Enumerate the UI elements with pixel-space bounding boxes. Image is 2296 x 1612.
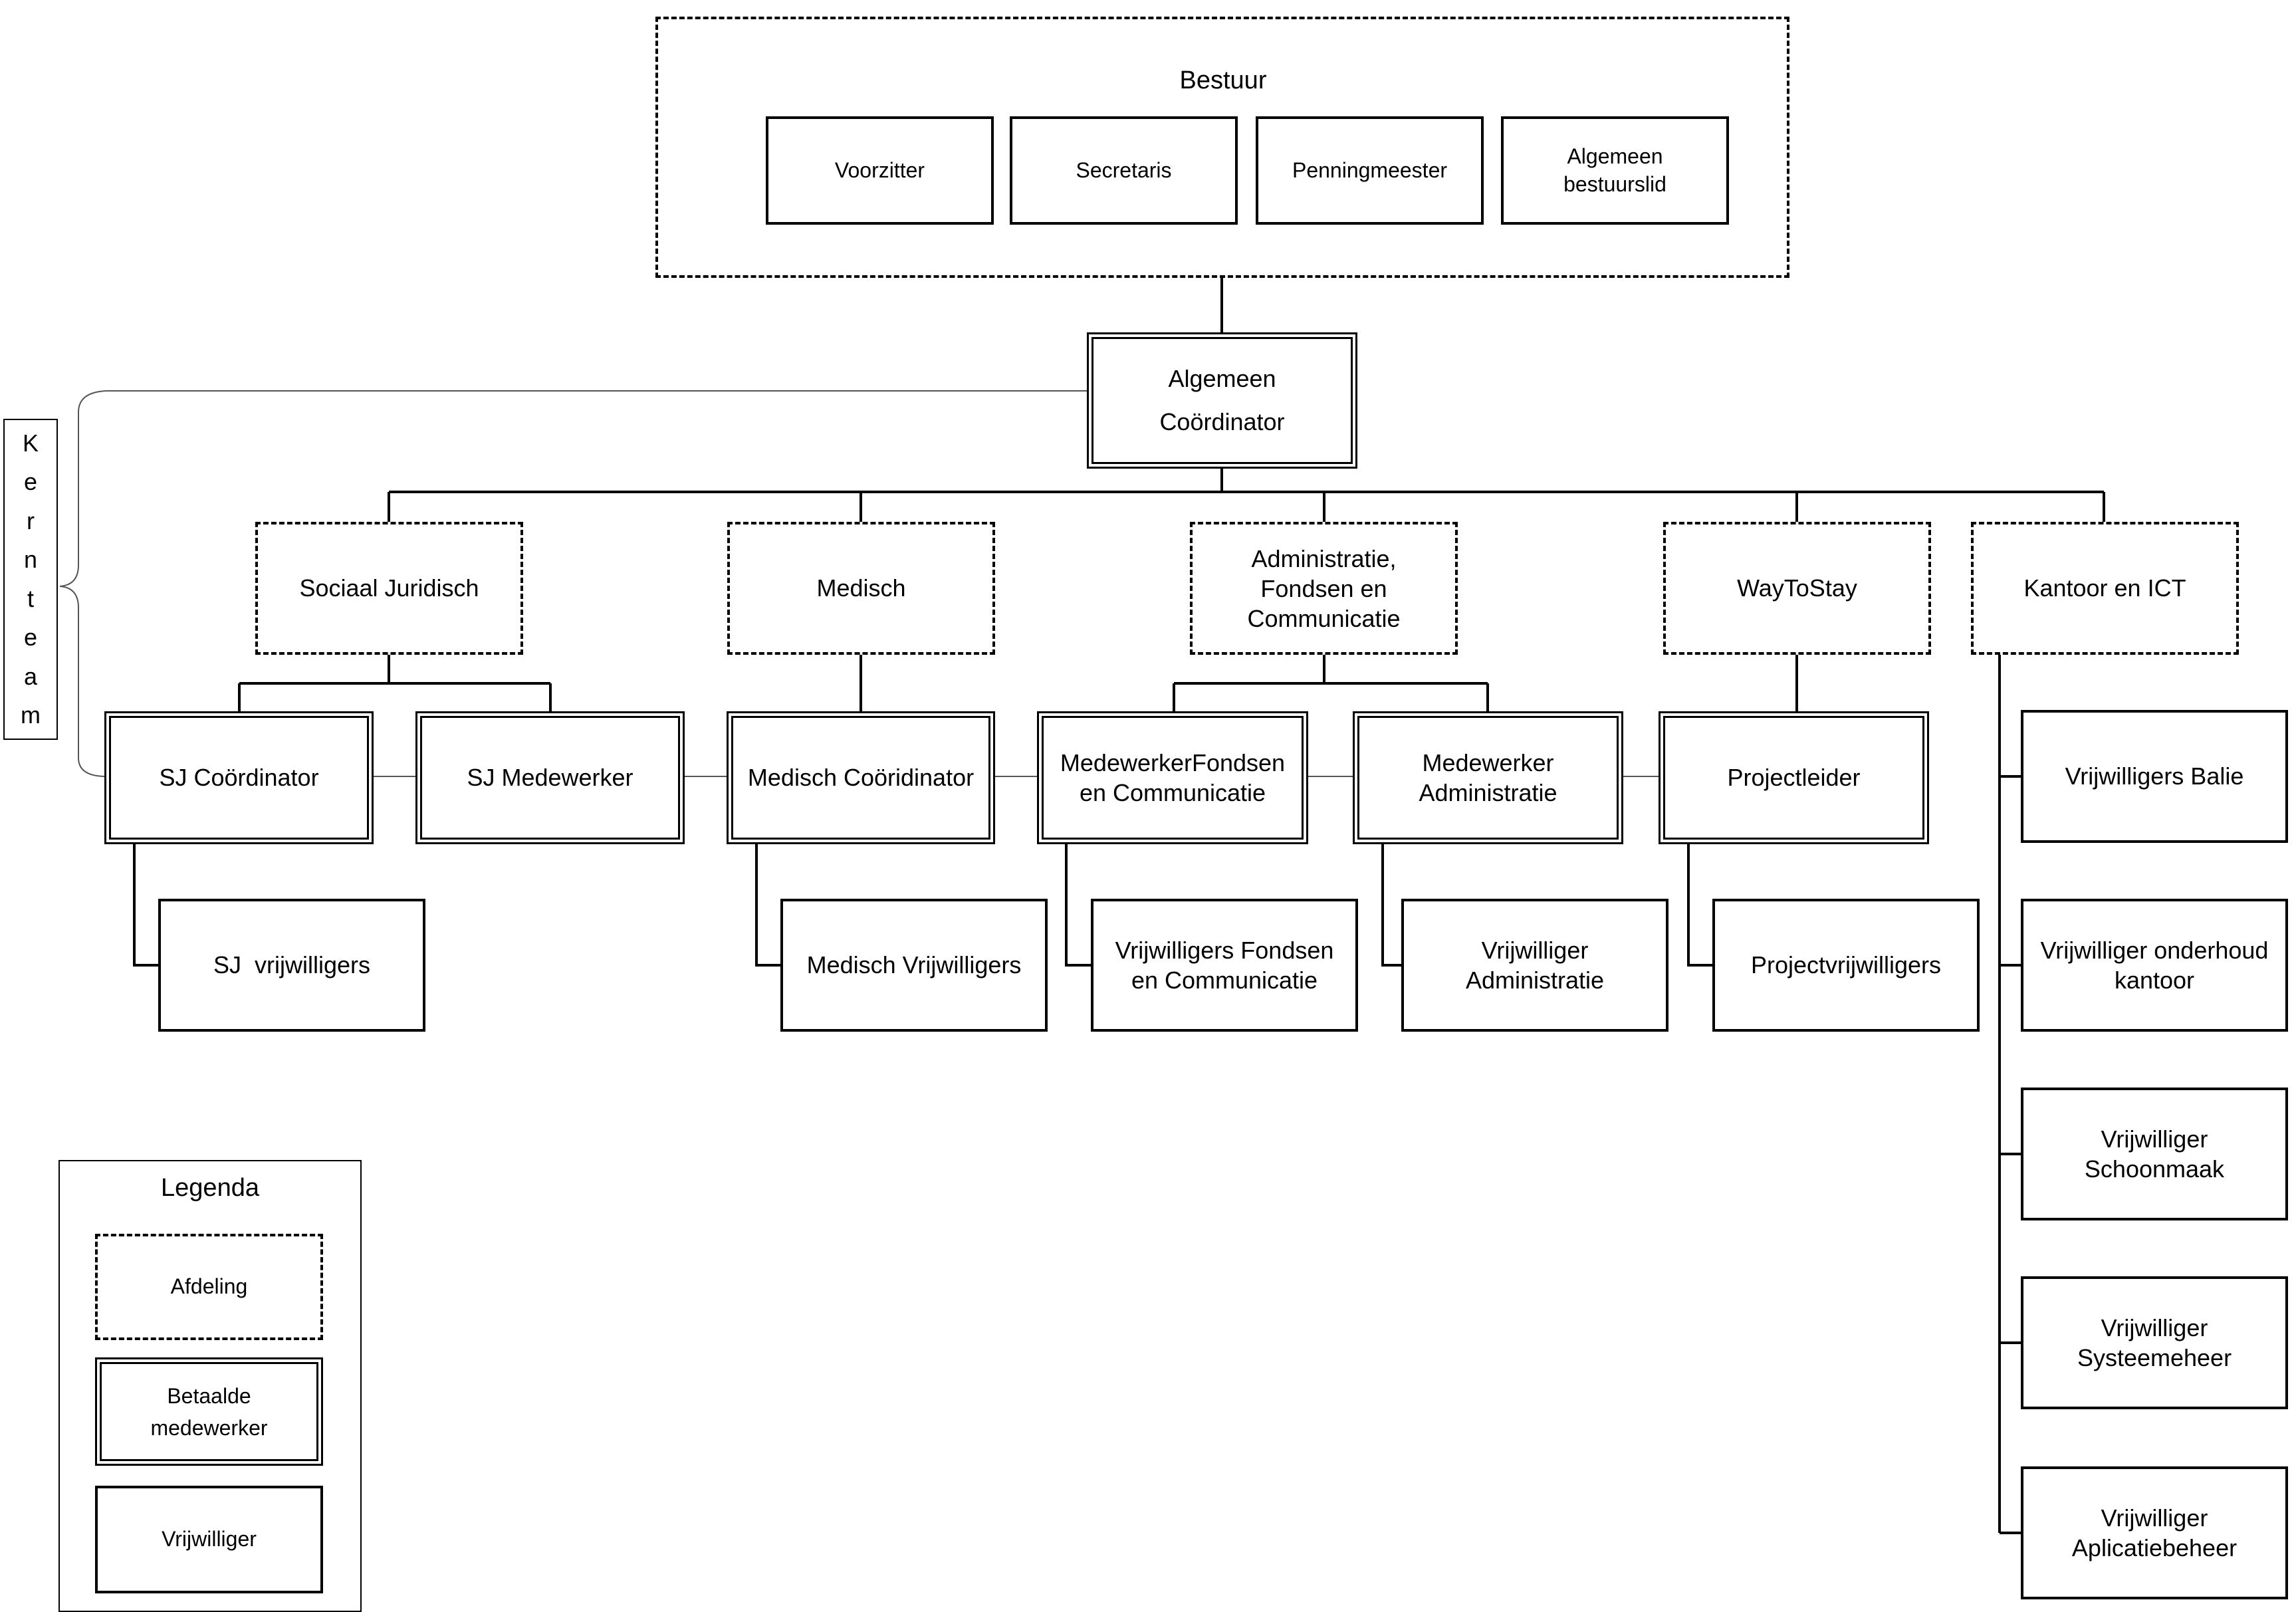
volunteer-applicatiebeheer: Vrijwilliger Aplicatiebeheer [2021,1466,2288,1599]
paid-medisch-coordinator: Medisch Coöridinator [727,711,995,844]
paid-medewerker-fondsen: MedewerkerFondsen en Communicatie [1037,711,1308,844]
core-team-letter: e [23,624,38,651]
volunteer-balie: Vrijwilligers Balie [2021,710,2288,843]
paid-sj-medewerker: SJ Medewerker [415,711,685,844]
volunteer-systeembeheer: Vrijwilliger Systeemeheer [2021,1276,2288,1409]
core-team-letter: m [21,701,41,729]
department-waytostay: WayToStay [1663,522,1931,655]
legend-volunteer: Vrijwilliger [95,1486,323,1593]
volunteer-project: Projectvrijwilligers [1712,899,1980,1032]
volunteer-medisch: Medisch Vrijwilligers [780,899,1048,1032]
department-kantoor-ict: Kantoor en ICT [1971,522,2239,655]
paid-medewerker-administratie: Medewerker Administratie [1353,711,1623,844]
volunteer-sj: SJ vrijwilligers [158,899,425,1032]
volunteer-schoonmaak: Vrijwilliger Schoonmaak [2021,1088,2288,1220]
legend-department: Afdeling [95,1234,323,1340]
paid-projectleider: Projectleider [1659,711,1929,844]
department-administratie: Administratie, Fondsen en Communicatie [1190,522,1458,655]
department-medisch: Medisch [727,522,995,655]
core-team-letter: K [22,429,39,457]
core-team-letter: e [23,468,38,496]
volunteer-fondsen: Vrijwilligers Fondsen en Communicatie [1091,899,1358,1032]
paid-sj-coordinator: SJ Coördinator [104,711,374,844]
legend-title: Legenda [161,1174,259,1202]
volunteer-onderhoud: Vrijwilliger onderhoud kantoor [2021,899,2288,1032]
core-team-letter: n [23,546,38,574]
general-coordinator: Algemeen Coördinator [1087,332,1357,469]
legend-paid-staff: Betaalde medewerker [95,1357,323,1466]
department-sociaal-juridisch: Sociaal Juridisch [255,522,523,655]
board-member-algemeen: Algemeen bestuurslid [1501,116,1729,225]
core-team-letter: r [27,507,35,534]
volunteer-administratie: Vrijwilliger Administratie [1401,899,1668,1032]
board-member-voorzitter: Voorzitter [766,116,994,225]
core-team-letter: a [23,662,38,690]
board-member-secretaris: Secretaris [1010,116,1238,225]
board-title: Bestuur [1179,66,1267,94]
core-team-letter: t [27,584,34,612]
board-member-penningmeester: Penningmeester [1256,116,1484,225]
